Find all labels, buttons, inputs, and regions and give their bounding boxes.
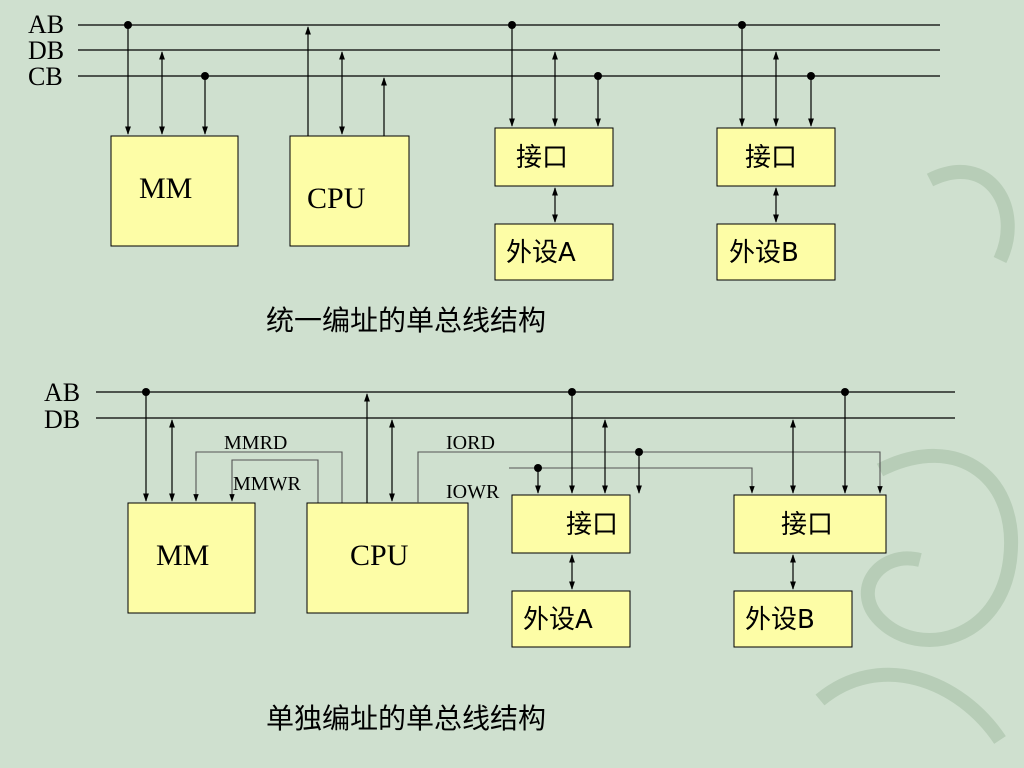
bottom-cpu-box bbox=[306, 502, 469, 614]
bottom-device-b-label: 外设B bbox=[745, 605, 815, 635]
top-cpu-box bbox=[289, 135, 410, 247]
top-interface-1-box bbox=[494, 127, 614, 187]
top-device-b-box bbox=[716, 223, 836, 281]
top-cb-label: CB bbox=[28, 62, 63, 91]
top-ab-label: AB bbox=[28, 10, 64, 39]
top-interface-2-box bbox=[716, 127, 836, 187]
top-interface-1-label: 接口 bbox=[516, 143, 568, 173]
mmwr-label: MMWR bbox=[233, 473, 301, 495]
bottom-device-a-box bbox=[511, 590, 631, 648]
top-caption: 统一编址的单总线结构 bbox=[266, 304, 546, 337]
top-cpu-label: CPU bbox=[307, 182, 366, 215]
bottom-interface-2-box bbox=[733, 494, 887, 554]
iord-label: IORD bbox=[446, 432, 495, 454]
iord-line bbox=[417, 451, 883, 503]
bottom-mm-label: MM bbox=[156, 539, 209, 572]
bottom-interface-2-label: 接口 bbox=[781, 510, 833, 540]
iowr-line bbox=[509, 467, 755, 494]
bottom-caption: 单独编址的单总线结构 bbox=[266, 702, 546, 735]
background-decoration bbox=[815, 165, 1019, 744]
top-device-a-label: 外设A bbox=[506, 238, 576, 268]
mmrd-label: MMRD bbox=[224, 432, 287, 454]
bottom-device-b-box bbox=[733, 590, 853, 648]
bottom-interface-1-label: 接口 bbox=[566, 510, 618, 540]
mmwr-line bbox=[229, 459, 319, 503]
bottom-interface-1-box bbox=[511, 494, 631, 554]
bottom-diagram: AB DB MM MMRD MMWR CPU IORD IOWR 接口 bbox=[44, 378, 955, 735]
top-device-a-box bbox=[494, 223, 614, 281]
iowr-label: IOWR bbox=[446, 481, 500, 503]
top-device-b-label: 外设B bbox=[729, 238, 799, 268]
top-diagram: AB DB CB MM CPU 接口 外设A 接口 bbox=[28, 10, 940, 337]
top-mm-box bbox=[110, 135, 239, 247]
bottom-db-label: DB bbox=[44, 405, 80, 434]
bottom-mm-box bbox=[127, 502, 256, 614]
bottom-cpu-label: CPU bbox=[350, 539, 409, 572]
bottom-ab-label: AB bbox=[44, 378, 80, 407]
top-mm-label: MM bbox=[139, 172, 192, 205]
top-interface-2-label: 接口 bbox=[745, 143, 797, 173]
bottom-device-a-label: 外设A bbox=[523, 605, 593, 635]
mmrd-line bbox=[193, 451, 343, 503]
top-db-label: DB bbox=[28, 36, 64, 65]
